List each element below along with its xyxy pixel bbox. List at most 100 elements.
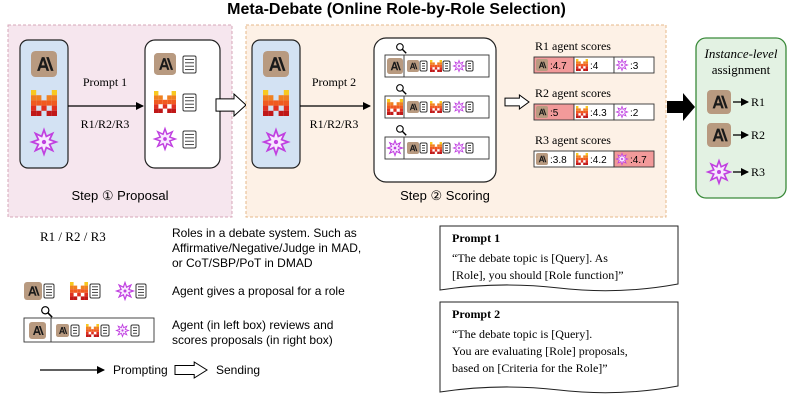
mistral-block	[283, 95, 289, 101]
anthropic-icon-a	[269, 57, 282, 71]
mistral-block	[84, 282, 88, 286]
mistral-block	[51, 105, 57, 111]
mistral-block	[268, 110, 274, 116]
mistral-block	[439, 101, 442, 104]
mistral-block	[171, 95, 176, 100]
mistral-block	[80, 289, 85, 293]
magnifier-handle	[47, 312, 53, 318]
mistral-block	[88, 329, 92, 332]
mistral-block	[158, 108, 163, 113]
score-cell	[613, 103, 655, 121]
anthropic-icon	[707, 123, 731, 147]
mistral-block	[91, 329, 94, 332]
mistral-block	[439, 62, 442, 65]
mistral-block	[580, 63, 584, 67]
mistral-block	[576, 115, 579, 118]
mistral-block	[73, 296, 78, 300]
mistral-icon	[430, 142, 442, 154]
prompt-card-title: Prompt 2	[452, 307, 500, 321]
mistral-block	[580, 110, 584, 114]
mistral-block	[399, 102, 403, 106]
mistral-block	[434, 108, 438, 111]
mistral-block	[86, 324, 89, 327]
prompt-card: Prompt 1“The debate topic is [Query]. As…	[439, 225, 679, 292]
document-icon	[465, 142, 474, 154]
mistral-block	[585, 110, 588, 114]
prompt-card-line: “The debate topic is [Query]. As	[452, 251, 608, 265]
mistral-icon	[31, 90, 57, 116]
mistral-block	[439, 108, 442, 111]
assignment-box	[695, 37, 787, 199]
mistral-block	[437, 103, 440, 106]
mistral-block	[576, 153, 579, 156]
sparkle-icon-core	[273, 139, 279, 145]
mistral-block	[263, 90, 269, 96]
mistral-block	[86, 334, 89, 337]
mistral-block	[396, 111, 400, 115]
mistral-block	[399, 111, 403, 115]
sparkle-icon	[152, 126, 178, 152]
mistral-block	[430, 142, 433, 145]
mistral-block	[430, 60, 433, 63]
mistral-block	[283, 100, 289, 106]
mistral-block	[437, 110, 440, 113]
mistral-block	[432, 69, 435, 72]
mistral-block	[439, 110, 442, 113]
document-icon-sheet	[182, 93, 197, 112]
document-icon	[135, 283, 147, 299]
score-group: R1 agent scores:4.7:4:3	[533, 39, 655, 74]
step2-caption-prefix: Step	[400, 188, 430, 203]
document-icon-sheet	[182, 130, 197, 149]
anthropic-icon-bg	[707, 90, 731, 114]
mistral-block	[585, 155, 588, 158]
mistral-block	[580, 157, 584, 161]
magnifier-handle	[401, 48, 407, 54]
mistral-block	[93, 334, 97, 337]
mistral-block	[96, 331, 99, 335]
document-icon	[419, 142, 428, 154]
mistral-block	[390, 111, 394, 115]
prompt-card: Prompt 2“The debate topic is [Query].You…	[439, 301, 679, 394]
anthropic-icon-slash	[38, 325, 44, 336]
score-cell	[613, 56, 655, 74]
document-icon	[442, 60, 451, 72]
mistral-block	[93, 329, 97, 332]
mistral-block	[439, 151, 442, 154]
anthropic-icon	[536, 59, 548, 71]
mistral-block	[583, 68, 586, 71]
mistral-icon	[70, 282, 88, 300]
magnifier-lens	[396, 43, 404, 51]
legend-roles-term: R1 / R2 / R3	[40, 229, 106, 244]
legend-roles-desc: Affirmative/Negative/Judge in MAD,	[172, 241, 361, 255]
sparkle-icon	[452, 141, 466, 155]
mistral-block	[437, 64, 440, 68]
mistral-block	[578, 162, 581, 165]
anthropic-icon	[31, 51, 57, 77]
mistral-block	[439, 103, 442, 106]
magnifier-handle	[401, 89, 407, 95]
mistral-block	[70, 289, 74, 293]
mistral-block	[84, 285, 88, 290]
step2-caption-number: ②	[431, 188, 446, 203]
mistral-block	[580, 160, 584, 163]
assignment-arrow	[667, 93, 695, 121]
document-icon	[442, 101, 451, 113]
step2-roles-label: R1/R2/R3	[310, 117, 359, 131]
mistral-block	[41, 105, 47, 111]
score-group: R3 agent scores:3.8:4.2:4.7	[533, 133, 655, 168]
mistral-block	[430, 151, 433, 154]
step2-caption: Step ② Scoring	[400, 188, 490, 203]
diagram-title: Meta-Debate (Online Role-by-Role Selecti…	[227, 1, 566, 18]
document-icon	[419, 60, 428, 72]
document-icon	[465, 60, 474, 72]
mistral-block	[283, 105, 289, 111]
mistral-block	[576, 106, 579, 109]
mistral-block	[86, 329, 89, 332]
sparkle-icon	[452, 59, 466, 73]
mistral-block	[437, 62, 440, 65]
mistral-block	[578, 115, 581, 118]
mistral-block	[432, 103, 435, 106]
sending-arrow	[504, 94, 530, 110]
sending-arrow	[215, 92, 247, 118]
